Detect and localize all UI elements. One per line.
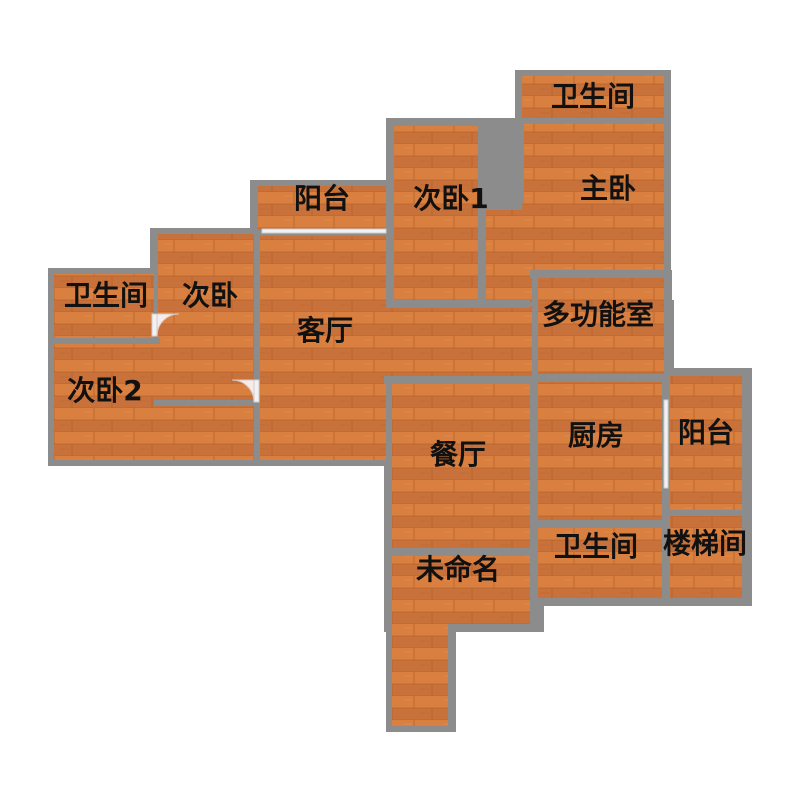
door-balcony-top bbox=[261, 228, 387, 234]
floor-second-bed-1 bbox=[394, 126, 478, 302]
floor-dining-room bbox=[392, 384, 530, 552]
floor-master-bed-ext bbox=[486, 210, 532, 302]
doors bbox=[151, 228, 669, 489]
floor-balcony-right bbox=[670, 376, 742, 512]
label-balcony-right: 阳台 bbox=[678, 416, 734, 449]
floor-stairwell bbox=[670, 516, 742, 598]
floor-living-corridor bbox=[386, 306, 532, 378]
label-balcony-top: 阳台 bbox=[294, 182, 350, 215]
floor-balcony-top bbox=[258, 186, 386, 230]
label-master-bath: 卫生间 bbox=[551, 80, 635, 113]
floor-master-bed bbox=[522, 124, 664, 270]
door-second-bed-2 bbox=[253, 379, 260, 403]
label-living-room: 客厅 bbox=[297, 314, 353, 347]
label-unnamed: 未命名 bbox=[416, 553, 500, 586]
floor-multi-room bbox=[538, 278, 664, 374]
door-left-bath bbox=[151, 313, 158, 337]
floor-unnamed bbox=[392, 556, 530, 624]
label-second-bed-1: 次卧1 bbox=[413, 182, 488, 215]
label-second-bed: 次卧 bbox=[182, 279, 238, 312]
floor-unnamed-ext bbox=[392, 620, 448, 726]
floor-bath-bottom bbox=[538, 528, 662, 598]
door-swing-left-bath bbox=[156, 313, 180, 337]
label-second-bed-2: 次卧2 bbox=[67, 374, 142, 407]
floor-living-room bbox=[260, 236, 386, 460]
label-master-bed: 主卧 bbox=[580, 172, 636, 205]
label-bath-bottom: 卫生间 bbox=[554, 530, 638, 563]
floor-left-bath bbox=[54, 274, 154, 338]
floors bbox=[54, 76, 742, 726]
label-dining-room: 餐厅 bbox=[430, 438, 486, 471]
label-stairwell: 楼梯间 bbox=[663, 527, 747, 560]
door-swing-second-bed-2 bbox=[231, 379, 255, 403]
floor-master-bath bbox=[522, 76, 664, 118]
room-labels: 卫生间 阳台 次卧1 主卧 卫生间 次卧 客厅 多功能室 次卧2 餐厅 厨房 阳… bbox=[64, 80, 747, 586]
door-balcony-right bbox=[663, 399, 669, 489]
label-multi-room: 多功能室 bbox=[542, 298, 654, 331]
label-left-bath: 卫生间 bbox=[64, 279, 148, 312]
floor-kitchen bbox=[538, 382, 662, 520]
label-kitchen: 厨房 bbox=[568, 419, 624, 452]
